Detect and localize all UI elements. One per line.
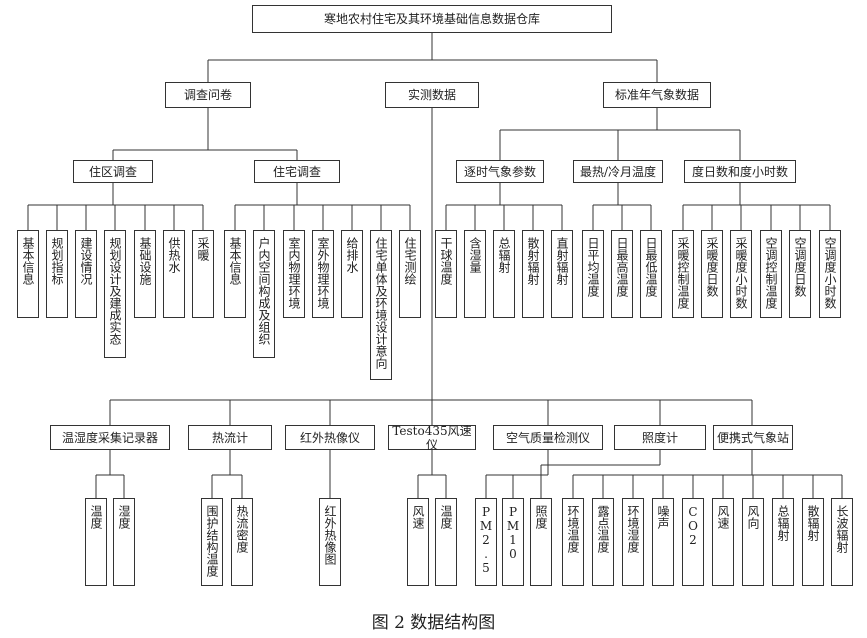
- house-leaf: 住宅单体及环境设计意向: [370, 230, 392, 380]
- instrument-leaf: 温度: [85, 498, 107, 586]
- instrument-leaf: 噪声: [652, 498, 674, 586]
- realtime-leaf: 总辐射: [493, 230, 515, 318]
- degree-leaf: 采暖控制温度: [672, 230, 694, 318]
- instrument-node: 热流计: [188, 425, 272, 450]
- instrument-leaf: 风向: [742, 498, 764, 586]
- instrument-node: 空气质量检测仪: [493, 425, 603, 450]
- area-leaf: 规划指标: [46, 230, 68, 318]
- instrument-node: 照度计: [614, 425, 706, 450]
- root-node: 寒地农村住宅及其环境基础信息数据仓库: [252, 5, 612, 33]
- instrument-node: 红外热像仪: [285, 425, 375, 450]
- house-leaf: 基本信息: [224, 230, 246, 318]
- instrument-leaf: 红外热像图: [319, 498, 341, 586]
- extreme-leaf: 日最低温度: [640, 230, 662, 318]
- instrument-leaf: CO2: [682, 498, 704, 586]
- realtime-leaf: 干球温度: [435, 230, 457, 318]
- instrument-leaf: 环境温度: [562, 498, 584, 586]
- realtime-leaf: 直射辐射: [551, 230, 573, 318]
- house-leaf: 住宅测绘: [399, 230, 421, 318]
- degree-leaf: 空调控制温度: [760, 230, 782, 318]
- instrument-leaf: 露点温度: [592, 498, 614, 586]
- instrument-leaf: 热流密度: [231, 498, 253, 586]
- figure-caption: 图 2 数据结构图: [371, 613, 496, 633]
- house-leaf: 室外物理环境: [312, 230, 334, 318]
- measured-node: 实测数据: [385, 82, 479, 108]
- house-leaf: 户内空间构成及组织: [253, 230, 275, 358]
- degree-days-node: 度日数和度小时数: [684, 160, 796, 183]
- area-leaf: 采暖: [192, 230, 214, 318]
- instrument-leaf: 环境湿度: [622, 498, 644, 586]
- house-survey-node: 住宅调查: [254, 160, 340, 183]
- survey-node: 调查问卷: [165, 82, 251, 108]
- instrument-leaf: 照度: [530, 498, 552, 586]
- instrument-node: 温湿度采集记录器: [50, 425, 170, 450]
- instrument-leaf: 风速: [407, 498, 429, 586]
- house-leaf: 室内物理环境: [283, 230, 305, 318]
- degree-leaf: 采暖度小时数: [730, 230, 752, 318]
- area-leaf: 基本信息: [17, 230, 39, 318]
- instrument-node: 便携式气象站: [713, 425, 793, 450]
- area-leaf: 基础设施: [134, 230, 156, 318]
- instrument-leaf: 风速: [712, 498, 734, 586]
- degree-leaf: 采暖度日数: [701, 230, 723, 318]
- instrument-leaf: PM10: [502, 498, 524, 586]
- extreme-leaf: 日最高温度: [611, 230, 633, 318]
- instrument-leaf: 温度: [435, 498, 457, 586]
- area-survey-node: 住区调查: [73, 160, 153, 183]
- area-leaf: 规划设计及建成实态: [104, 230, 126, 358]
- house-leaf: 给排水: [341, 230, 363, 318]
- instrument-leaf: PM2.5: [475, 498, 497, 586]
- weather-node: 标准年气象数据: [603, 82, 711, 108]
- instrument-leaf: 围护结构温度: [201, 498, 223, 586]
- instrument-leaf: 总辐射: [772, 498, 794, 586]
- instrument-leaf: 湿度: [113, 498, 135, 586]
- instrument-leaf: 散辐射: [802, 498, 824, 586]
- extreme-leaf: 日平均温度: [582, 230, 604, 318]
- area-leaf: 供热水: [163, 230, 185, 318]
- degree-leaf: 空调度小时数: [819, 230, 841, 318]
- realtime-leaf: 散射辐射: [522, 230, 544, 318]
- instrument-node: Testo435风速仪: [388, 424, 476, 452]
- instrument-leaf: 长波辐射: [831, 498, 853, 586]
- realtime-weather-node: 逐时气象参数: [456, 160, 544, 183]
- area-leaf: 建设情况: [75, 230, 97, 318]
- extreme-temp-node: 最热/冷月温度: [573, 160, 663, 183]
- degree-leaf: 空调度日数: [789, 230, 811, 318]
- realtime-leaf: 含湿量: [464, 230, 486, 318]
